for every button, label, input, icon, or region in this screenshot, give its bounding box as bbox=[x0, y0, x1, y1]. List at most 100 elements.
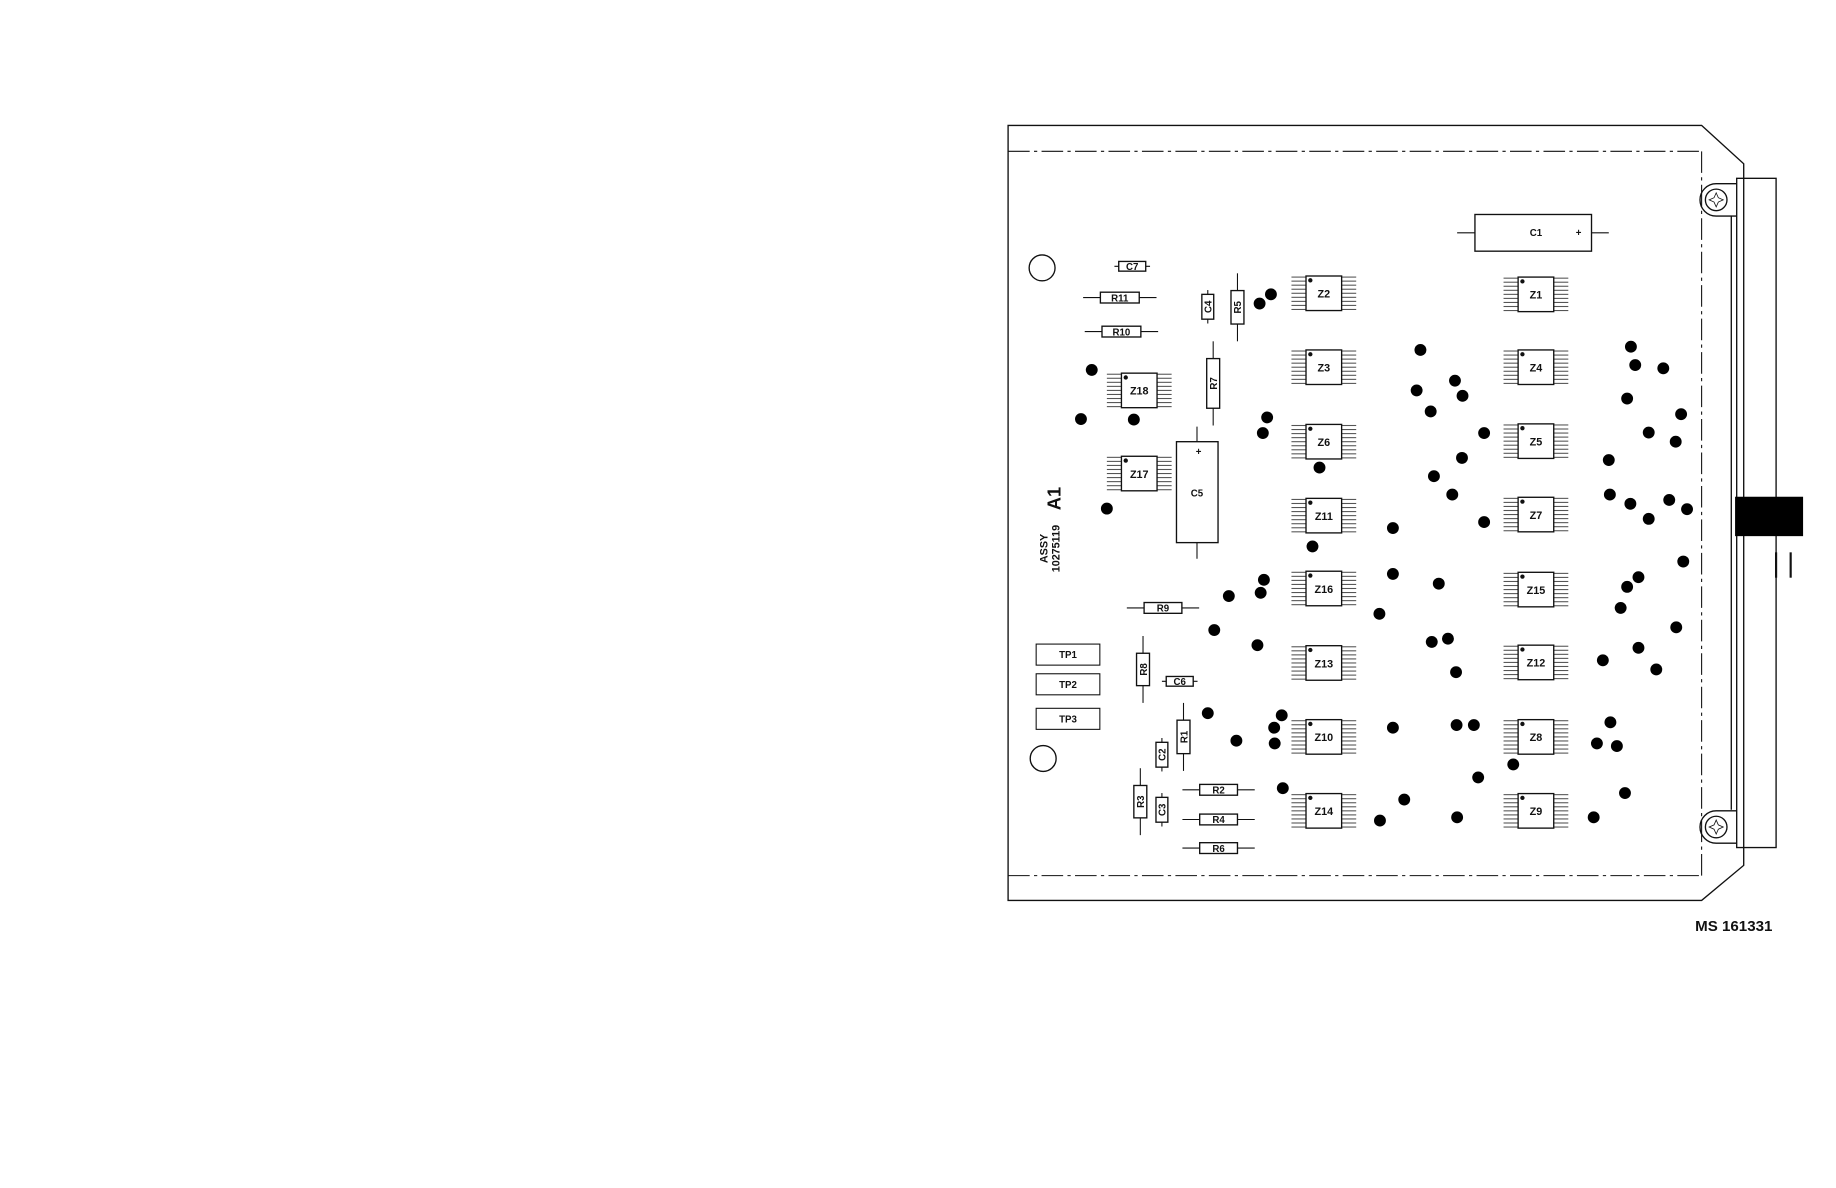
solder-pad bbox=[1268, 721, 1281, 734]
resistor-r5: R5 bbox=[1230, 273, 1245, 342]
solder-pad bbox=[1596, 654, 1609, 667]
ic-z8: Z8 bbox=[1503, 718, 1569, 755]
solder-pad bbox=[1610, 740, 1623, 753]
solder-pad bbox=[1507, 758, 1520, 771]
solder-pad bbox=[1642, 512, 1655, 525]
ic-z2: Z2 bbox=[1291, 275, 1357, 312]
solder-pad bbox=[1386, 522, 1399, 534]
svg-text:R3: R3 bbox=[1136, 795, 1147, 808]
solder-pad bbox=[1451, 811, 1464, 824]
solder-pad bbox=[1127, 413, 1140, 426]
solder-pad bbox=[1100, 502, 1113, 515]
svg-text:C6: C6 bbox=[1174, 677, 1187, 688]
svg-text:Z7: Z7 bbox=[1530, 510, 1543, 522]
solder-pad bbox=[1456, 389, 1469, 402]
solder-pad bbox=[1424, 405, 1437, 418]
connector-key-block bbox=[1735, 496, 1804, 537]
solder-pad bbox=[1642, 426, 1655, 439]
solder-pad bbox=[1587, 811, 1600, 824]
solder-pad bbox=[1222, 590, 1235, 602]
resistor-r7: R7 bbox=[1206, 341, 1221, 426]
svg-text:C7: C7 bbox=[1126, 262, 1138, 273]
ic-z17: Z17 bbox=[1106, 455, 1172, 492]
solder-pad bbox=[1621, 392, 1634, 405]
solder-pad bbox=[1632, 571, 1645, 584]
svg-text:Z1: Z1 bbox=[1530, 290, 1543, 302]
solder-pad bbox=[1621, 580, 1634, 593]
assy-number: 10275119 bbox=[1050, 525, 1062, 572]
solder-pad bbox=[1201, 707, 1214, 720]
solder-pad bbox=[1276, 782, 1289, 795]
solder-pad bbox=[1085, 363, 1098, 376]
solder-pad bbox=[1604, 716, 1617, 729]
svg-text:Z15: Z15 bbox=[1527, 585, 1546, 597]
capacitor-c7: C7 bbox=[1114, 260, 1151, 273]
resistor-r8: R8 bbox=[1135, 635, 1151, 703]
resistor-r4: R4 bbox=[1182, 813, 1255, 826]
ic-z13: Z13 bbox=[1291, 645, 1357, 681]
solder-pad bbox=[1275, 709, 1288, 722]
capacitor-c4: C4 bbox=[1201, 290, 1215, 324]
svg-text:Z10: Z10 bbox=[1315, 732, 1334, 744]
svg-text:Z11: Z11 bbox=[1315, 511, 1333, 523]
svg-text:Z3: Z3 bbox=[1318, 363, 1331, 375]
ic-z16: Z16 bbox=[1291, 570, 1357, 607]
test-point-tp1: TP1 bbox=[1035, 643, 1101, 666]
solder-pad bbox=[1425, 635, 1438, 648]
solder-pad bbox=[1478, 427, 1491, 439]
ic-z14: Z14 bbox=[1291, 792, 1357, 829]
solder-pad bbox=[1472, 771, 1485, 784]
svg-text:Z2: Z2 bbox=[1318, 289, 1331, 301]
svg-text:C1: C1 bbox=[1530, 228, 1543, 239]
test-point-tp2: TP2 bbox=[1035, 673, 1101, 696]
capacitor-c5: +C5 bbox=[1175, 426, 1219, 559]
ic-z10: Z10 bbox=[1291, 718, 1357, 755]
solder-pad bbox=[1386, 567, 1399, 580]
resistor-r6: R6 bbox=[1182, 842, 1255, 855]
resistor-r3: R3 bbox=[1133, 768, 1148, 836]
svg-text:Z18: Z18 bbox=[1130, 386, 1149, 398]
ic-z4: Z4 bbox=[1503, 349, 1569, 386]
solder-pad bbox=[1675, 408, 1688, 421]
solder-pad bbox=[1450, 666, 1462, 679]
screw-icon bbox=[1699, 810, 1737, 844]
ic-z6: Z6 bbox=[1291, 423, 1357, 460]
solder-pad bbox=[1669, 435, 1682, 448]
solder-pad bbox=[1624, 497, 1637, 510]
solder-pad bbox=[1624, 340, 1637, 353]
solder-pad bbox=[1681, 503, 1693, 516]
solder-pad bbox=[1677, 555, 1690, 568]
svg-text:Z4: Z4 bbox=[1530, 363, 1543, 375]
ic-z15: Z15 bbox=[1503, 571, 1569, 608]
svg-text:C5: C5 bbox=[1191, 489, 1204, 500]
solder-pad bbox=[1614, 601, 1627, 614]
svg-text:Z6: Z6 bbox=[1318, 437, 1331, 449]
svg-text:C4: C4 bbox=[1204, 300, 1215, 313]
solder-pad bbox=[1075, 413, 1087, 425]
svg-text:+: + bbox=[1576, 228, 1582, 239]
resistor-r2: R2 bbox=[1182, 783, 1255, 797]
solder-pad bbox=[1306, 540, 1319, 553]
mounting-hole bbox=[1029, 744, 1057, 773]
solder-pad bbox=[1251, 639, 1264, 652]
svg-text:Z17: Z17 bbox=[1130, 469, 1149, 481]
board-designator: A1 bbox=[1043, 487, 1064, 510]
solder-pad bbox=[1208, 624, 1221, 636]
figure-id: MS 161331 bbox=[1695, 918, 1772, 935]
test-point-tp3: TP3 bbox=[1035, 707, 1101, 730]
solder-pad bbox=[1603, 488, 1616, 501]
svg-text:R1: R1 bbox=[1179, 730, 1190, 743]
svg-text:R4: R4 bbox=[1212, 815, 1225, 826]
solder-pad bbox=[1261, 411, 1274, 424]
svg-text:Z14: Z14 bbox=[1315, 806, 1334, 818]
svg-text:TP3: TP3 bbox=[1059, 714, 1077, 725]
solder-pad bbox=[1256, 427, 1269, 439]
resistor-r10: R10 bbox=[1084, 325, 1159, 338]
solder-pad bbox=[1410, 384, 1423, 397]
svg-text:Z12: Z12 bbox=[1527, 658, 1546, 670]
solder-pad bbox=[1254, 586, 1267, 599]
solder-pad bbox=[1230, 734, 1243, 747]
svg-text:R10: R10 bbox=[1113, 327, 1131, 338]
svg-text:R9: R9 bbox=[1157, 604, 1170, 615]
svg-text:R5: R5 bbox=[1233, 301, 1244, 314]
